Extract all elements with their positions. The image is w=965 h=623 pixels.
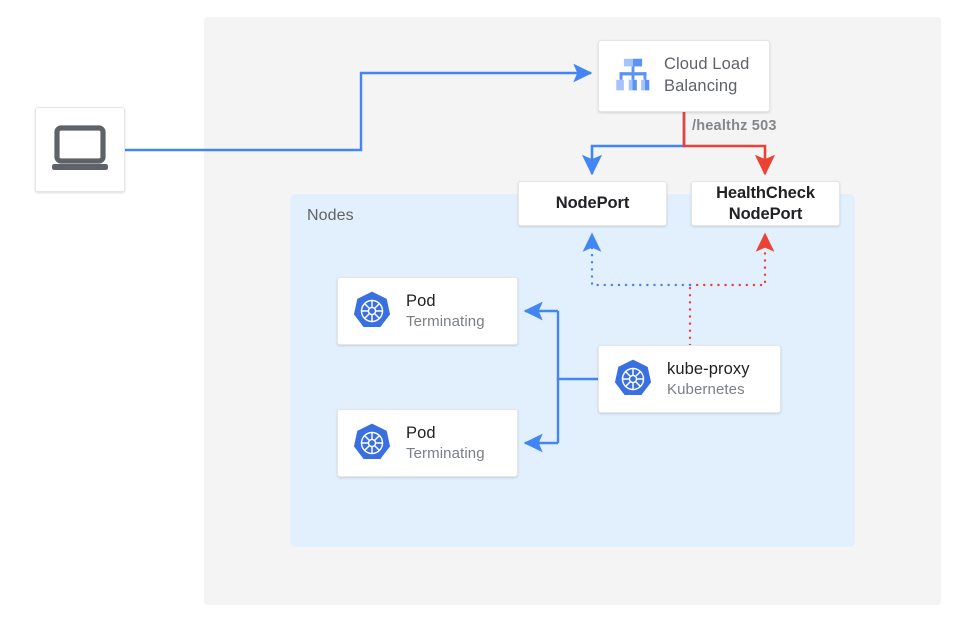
laptop-icon (52, 124, 108, 170)
kube-proxy-title: kube-proxy (667, 359, 750, 378)
healthcheck-label-line-2: NodePort (728, 204, 803, 223)
lb-label-line-2: Balancing (664, 77, 738, 95)
kube-proxy-card: kube-proxy Kubernetes (598, 345, 781, 413)
healthcheck-nodeport-label: HealthCheck NodePort (716, 183, 815, 223)
cloud-load-balancing-card: Cloud Load Balancing (598, 40, 770, 112)
pod-text: Pod Terminating (406, 291, 485, 332)
pod-title: Pod (406, 423, 436, 442)
kube-proxy-text: kube-proxy Kubernetes (667, 359, 750, 400)
cloud-load-balancing-label: Cloud Load Balancing (664, 54, 749, 98)
pod-title: Pod (406, 291, 436, 310)
pod-text: Pod Terminating (406, 423, 485, 464)
nodes-panel-label: Nodes (307, 207, 354, 224)
nodeport-card: NodePort (518, 181, 667, 226)
cloud-load-balancing-icon (616, 58, 650, 91)
healthcheck-label-line-1: HealthCheck (716, 184, 815, 203)
pod-card: Pod Terminating (337, 409, 518, 477)
client-device-card (35, 107, 125, 192)
kubernetes-icon (353, 423, 391, 459)
pod-card: Pod Terminating (337, 277, 518, 345)
pod-status: Terminating (406, 312, 485, 330)
pod-status: Terminating (406, 444, 485, 462)
healthz-status-label: /healthz 503 (692, 118, 777, 134)
kubernetes-icon (614, 359, 652, 395)
kube-proxy-subtitle: Kubernetes (667, 380, 745, 398)
lb-label-line-1: Cloud Load (664, 55, 750, 74)
kubernetes-icon (353, 291, 391, 327)
healthcheck-nodeport-card: HealthCheck NodePort (691, 181, 840, 226)
nodeport-label: NodePort (555, 194, 630, 213)
